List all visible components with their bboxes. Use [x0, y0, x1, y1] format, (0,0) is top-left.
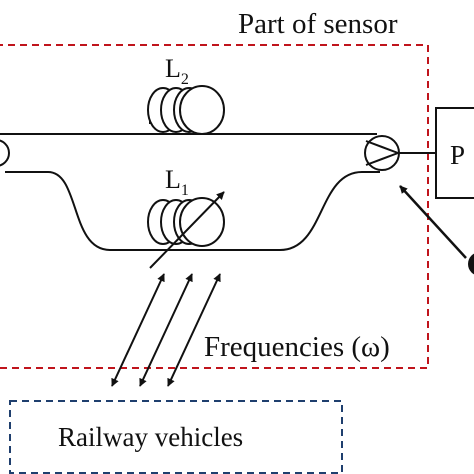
railway-vehicles-box [9, 400, 343, 474]
right-coupler-icon [364, 135, 400, 171]
tunable-arrow-icon [149, 191, 225, 269]
coil-l1-icon [147, 197, 225, 247]
coupler-pointer-arrow [399, 185, 467, 259]
coil-l2-icon [147, 85, 225, 135]
frequency-arrow-2 [139, 273, 193, 387]
sensor-region-label: Part of sensor [238, 8, 398, 40]
railway-vehicles-label: Railway vehicles [58, 422, 243, 452]
lower-fiber-path [5, 171, 380, 251]
side-device-label: P [450, 140, 465, 170]
coupler-arrow-upper [365, 140, 399, 154]
partial-label-marker [468, 253, 474, 275]
frequency-arrow-3 [167, 273, 221, 387]
coil-l2-label: L2 [165, 54, 189, 88]
frequency-arrow-1 [111, 273, 165, 387]
coupler-arrow-lower [365, 152, 399, 166]
coil-l1-label: L1 [165, 165, 189, 199]
frequencies-label: Frequencies (ω) [204, 331, 390, 363]
sensor-region-border [0, 44, 429, 369]
left-coupler-icon [0, 139, 10, 167]
side-device-box [435, 107, 474, 199]
